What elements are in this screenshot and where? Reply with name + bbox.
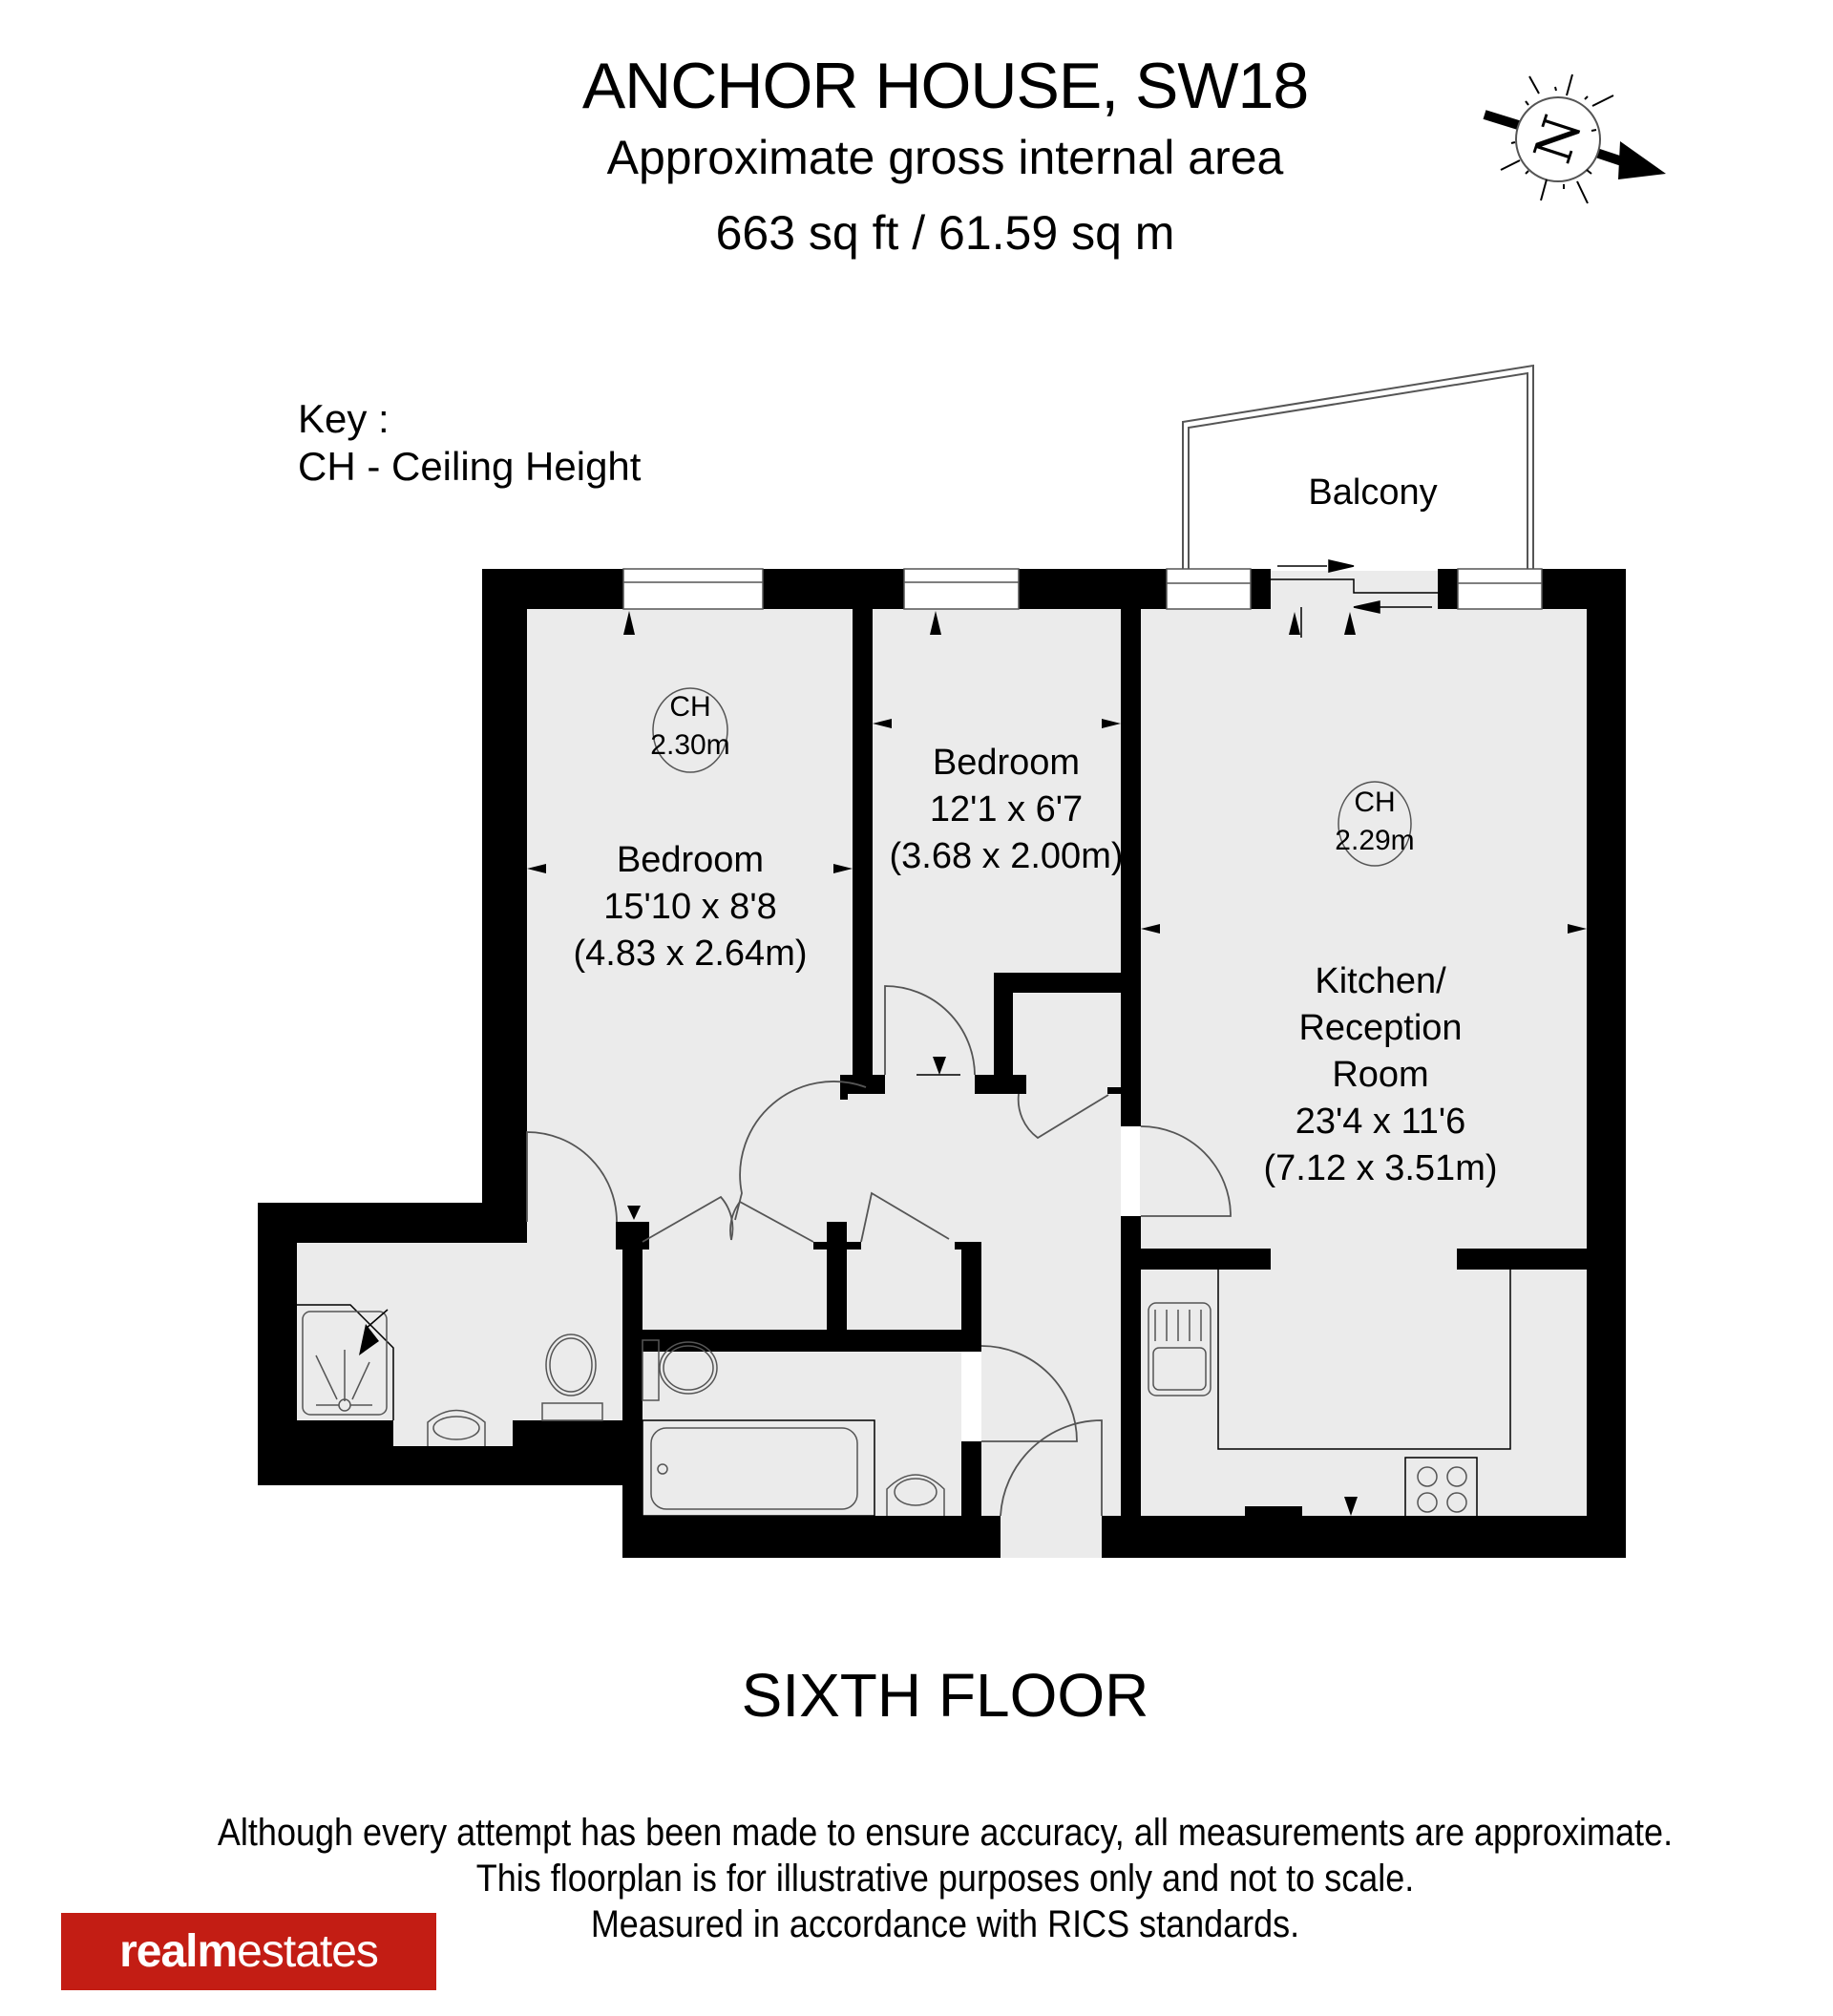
sliding-door: [1271, 559, 1438, 614]
basin-icon: [886, 1474, 945, 1516]
gross-area: 663 sq ft / 61.59 sq m: [715, 206, 1175, 260]
svg-text:2.30m: 2.30m: [650, 729, 729, 761]
room-bedroom-1: CH 2.30m Bedroom 15'10 x 8'8 (4.83 x 2.6…: [574, 687, 808, 974]
key-legend: Key : CH - Ceiling Height: [298, 395, 641, 491]
toilet-icon: [659, 1341, 718, 1395]
key-heading: Key :: [298, 396, 390, 441]
room-dimensions-imperial: 12'1 x 6'7: [930, 789, 1083, 830]
toilet-icon: [545, 1334, 597, 1396]
ceiling-height-badge: [1338, 781, 1412, 867]
walls: [258, 569, 1626, 1558]
floor-name: SIXTH FLOOR: [741, 1661, 1149, 1730]
svg-text:Room: Room: [1332, 1055, 1428, 1095]
room-name: Kitchen/: [1315, 961, 1446, 1001]
disclaimer-line: Measured in accordance with RICS standar…: [590, 1903, 1300, 1945]
room-dimensions-imperial: 23'4 x 11'6: [1296, 1102, 1466, 1142]
disclaimer-line: Although every attempt has been made to …: [217, 1812, 1674, 1854]
sink-icon: [1148, 1302, 1211, 1396]
svg-text:CH: CH: [669, 691, 710, 723]
svg-text:Reception: Reception: [1298, 1008, 1462, 1048]
logo-light-text: estates: [237, 1926, 379, 1977]
svg-text:CH: CH: [1354, 787, 1395, 818]
fixtures: [297, 1270, 1511, 1522]
disclaimer-line: This floorplan is for illustrative purpo…: [475, 1858, 1415, 1900]
windows: [622, 568, 1543, 610]
hob-icon: [1404, 1457, 1478, 1522]
room-name: Bedroom: [617, 840, 764, 880]
balcony: Balcony: [1182, 364, 1534, 572]
room-name: Bedroom: [933, 743, 1080, 783]
room-bedroom-2: Bedroom 12'1 x 6'7 (3.68 x 2.00m): [890, 743, 1124, 876]
north-arrow-icon: N: [1483, 74, 1666, 204]
balcony-label: Balcony: [1308, 472, 1437, 513]
key-item-ceiling-height: CH - Ceiling Height: [298, 444, 642, 489]
dimension-arrows: [359, 611, 1587, 1516]
shower-tray-icon: [302, 1311, 388, 1416]
svg-text:2.29m: 2.29m: [1335, 825, 1414, 856]
ceiling-height-badge: [652, 687, 728, 773]
property-title: ANCHOR HOUSE, SW18: [581, 50, 1309, 122]
logo-bold-text: realm: [119, 1926, 238, 1977]
basin-icon: [427, 1409, 486, 1446]
room-dimensions-metric: (4.83 x 2.64m): [574, 934, 808, 974]
room-dimensions-metric: (7.12 x 3.51m): [1264, 1148, 1498, 1188]
room-dimensions-imperial: 15'10 x 8'8: [603, 887, 776, 927]
floor-fill: [297, 571, 1587, 1558]
door-swings: [526, 985, 1232, 1517]
area-subtitle: Approximate gross internal area: [606, 131, 1284, 184]
disclaimer: Although every attempt has been made to …: [0, 1810, 1833, 1947]
room-kitchen-reception: CH 2.29m Kitchen/ Reception Room 23'4 x …: [1264, 781, 1498, 1188]
room-dimensions-metric: (3.68 x 2.00m): [890, 836, 1124, 876]
bath-icon: [650, 1427, 858, 1510]
